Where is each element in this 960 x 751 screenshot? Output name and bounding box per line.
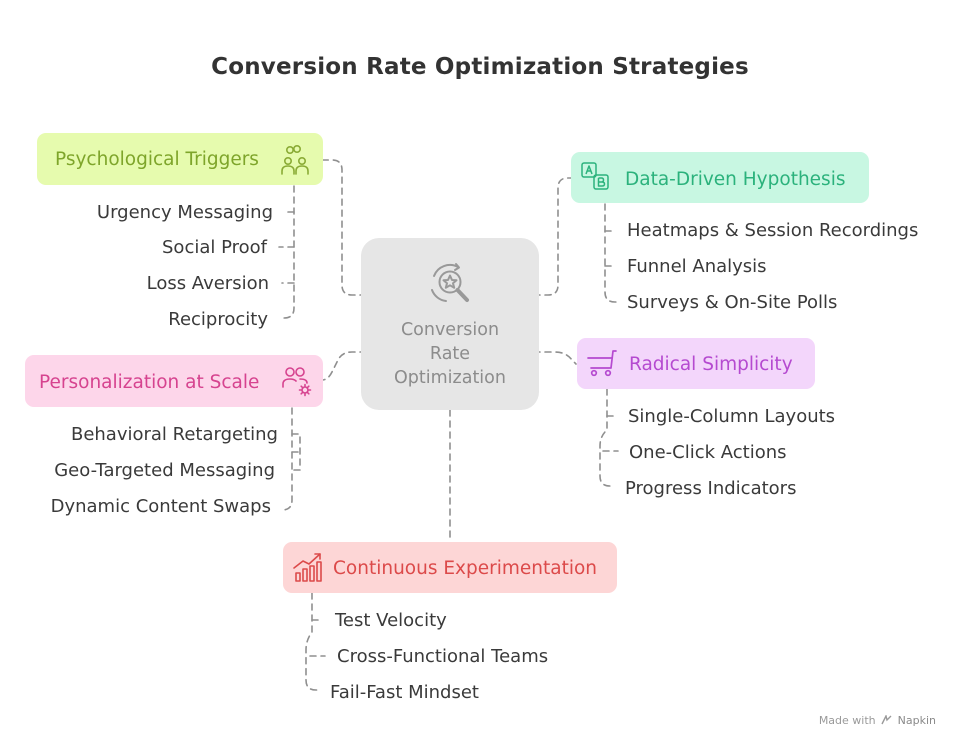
branch-psychological-triggers: Psychological Triggers	[37, 133, 323, 185]
made-with-text: Made with	[818, 714, 876, 727]
branch-data-driven-hypothesis: Data-Driven Hypothesis	[571, 152, 869, 203]
leaf-item: Progress Indicators	[625, 478, 797, 499]
leaf-item: Geo-Targeted Messaging	[54, 460, 275, 481]
branch-radical-simplicity: Radical Simplicity	[577, 338, 815, 389]
leaf-item: Funnel Analysis	[627, 256, 767, 277]
leaf-item: Social Proof	[162, 237, 267, 258]
leaf-item: One-Click Actions	[629, 442, 787, 463]
cart-icon	[587, 350, 617, 377]
napkin-brand: Napkin	[897, 714, 936, 727]
leaf-item: Single-Column Layouts	[628, 406, 836, 427]
growth-chart-icon	[293, 553, 322, 582]
branch-continuous-experimentation: Continuous Experimentation	[283, 542, 617, 593]
page-title: Conversion Rate Optimization Strategies	[211, 54, 749, 80]
leaf-item: Dynamic Content Swaps	[50, 496, 271, 517]
link-personalization	[321, 351, 367, 381]
leaf-item: Test Velocity	[335, 610, 447, 631]
branch-label: Continuous Experimentation	[333, 558, 598, 579]
branch-personalization-at-scale: Personalization at Scale	[25, 355, 323, 407]
branch-label: Radical Simplicity	[629, 354, 793, 375]
link-data-driven	[533, 177, 573, 296]
leaf-item: Urgency Messaging	[96, 202, 273, 223]
branch-label: Data-Driven Hypothesis	[625, 169, 846, 190]
leaf-item: Behavioral Retargeting	[70, 424, 278, 445]
leaf-item: Heatmaps & Session Recordings	[627, 220, 919, 241]
napkin-logo-icon	[881, 713, 892, 725]
users-gear-icon	[282, 367, 312, 397]
ab-test-icon	[581, 162, 609, 190]
leaf-item: Surveys & On-Site Polls	[627, 292, 838, 313]
leaf-item: Loss Aversion	[146, 273, 269, 294]
gear-star-search-icon	[431, 263, 469, 302]
made-with-napkin-credit: Made with Napkin	[818, 713, 936, 727]
central-topic-label: Conversion Rate Optimization	[394, 320, 506, 388]
leaf-item: Reciprocity	[168, 309, 268, 330]
link-simplicity	[533, 351, 577, 365]
branch-label: Psychological Triggers	[55, 149, 259, 170]
central-topic: Conversion Rate Optimization	[361, 238, 539, 410]
branch-label: Personalization at Scale	[39, 372, 260, 393]
link-psychological	[322, 159, 367, 296]
leaf-item: Fail-Fast Mindset	[330, 682, 479, 703]
people-icon	[281, 144, 309, 175]
leaf-item: Cross-Functional Teams	[337, 646, 549, 667]
